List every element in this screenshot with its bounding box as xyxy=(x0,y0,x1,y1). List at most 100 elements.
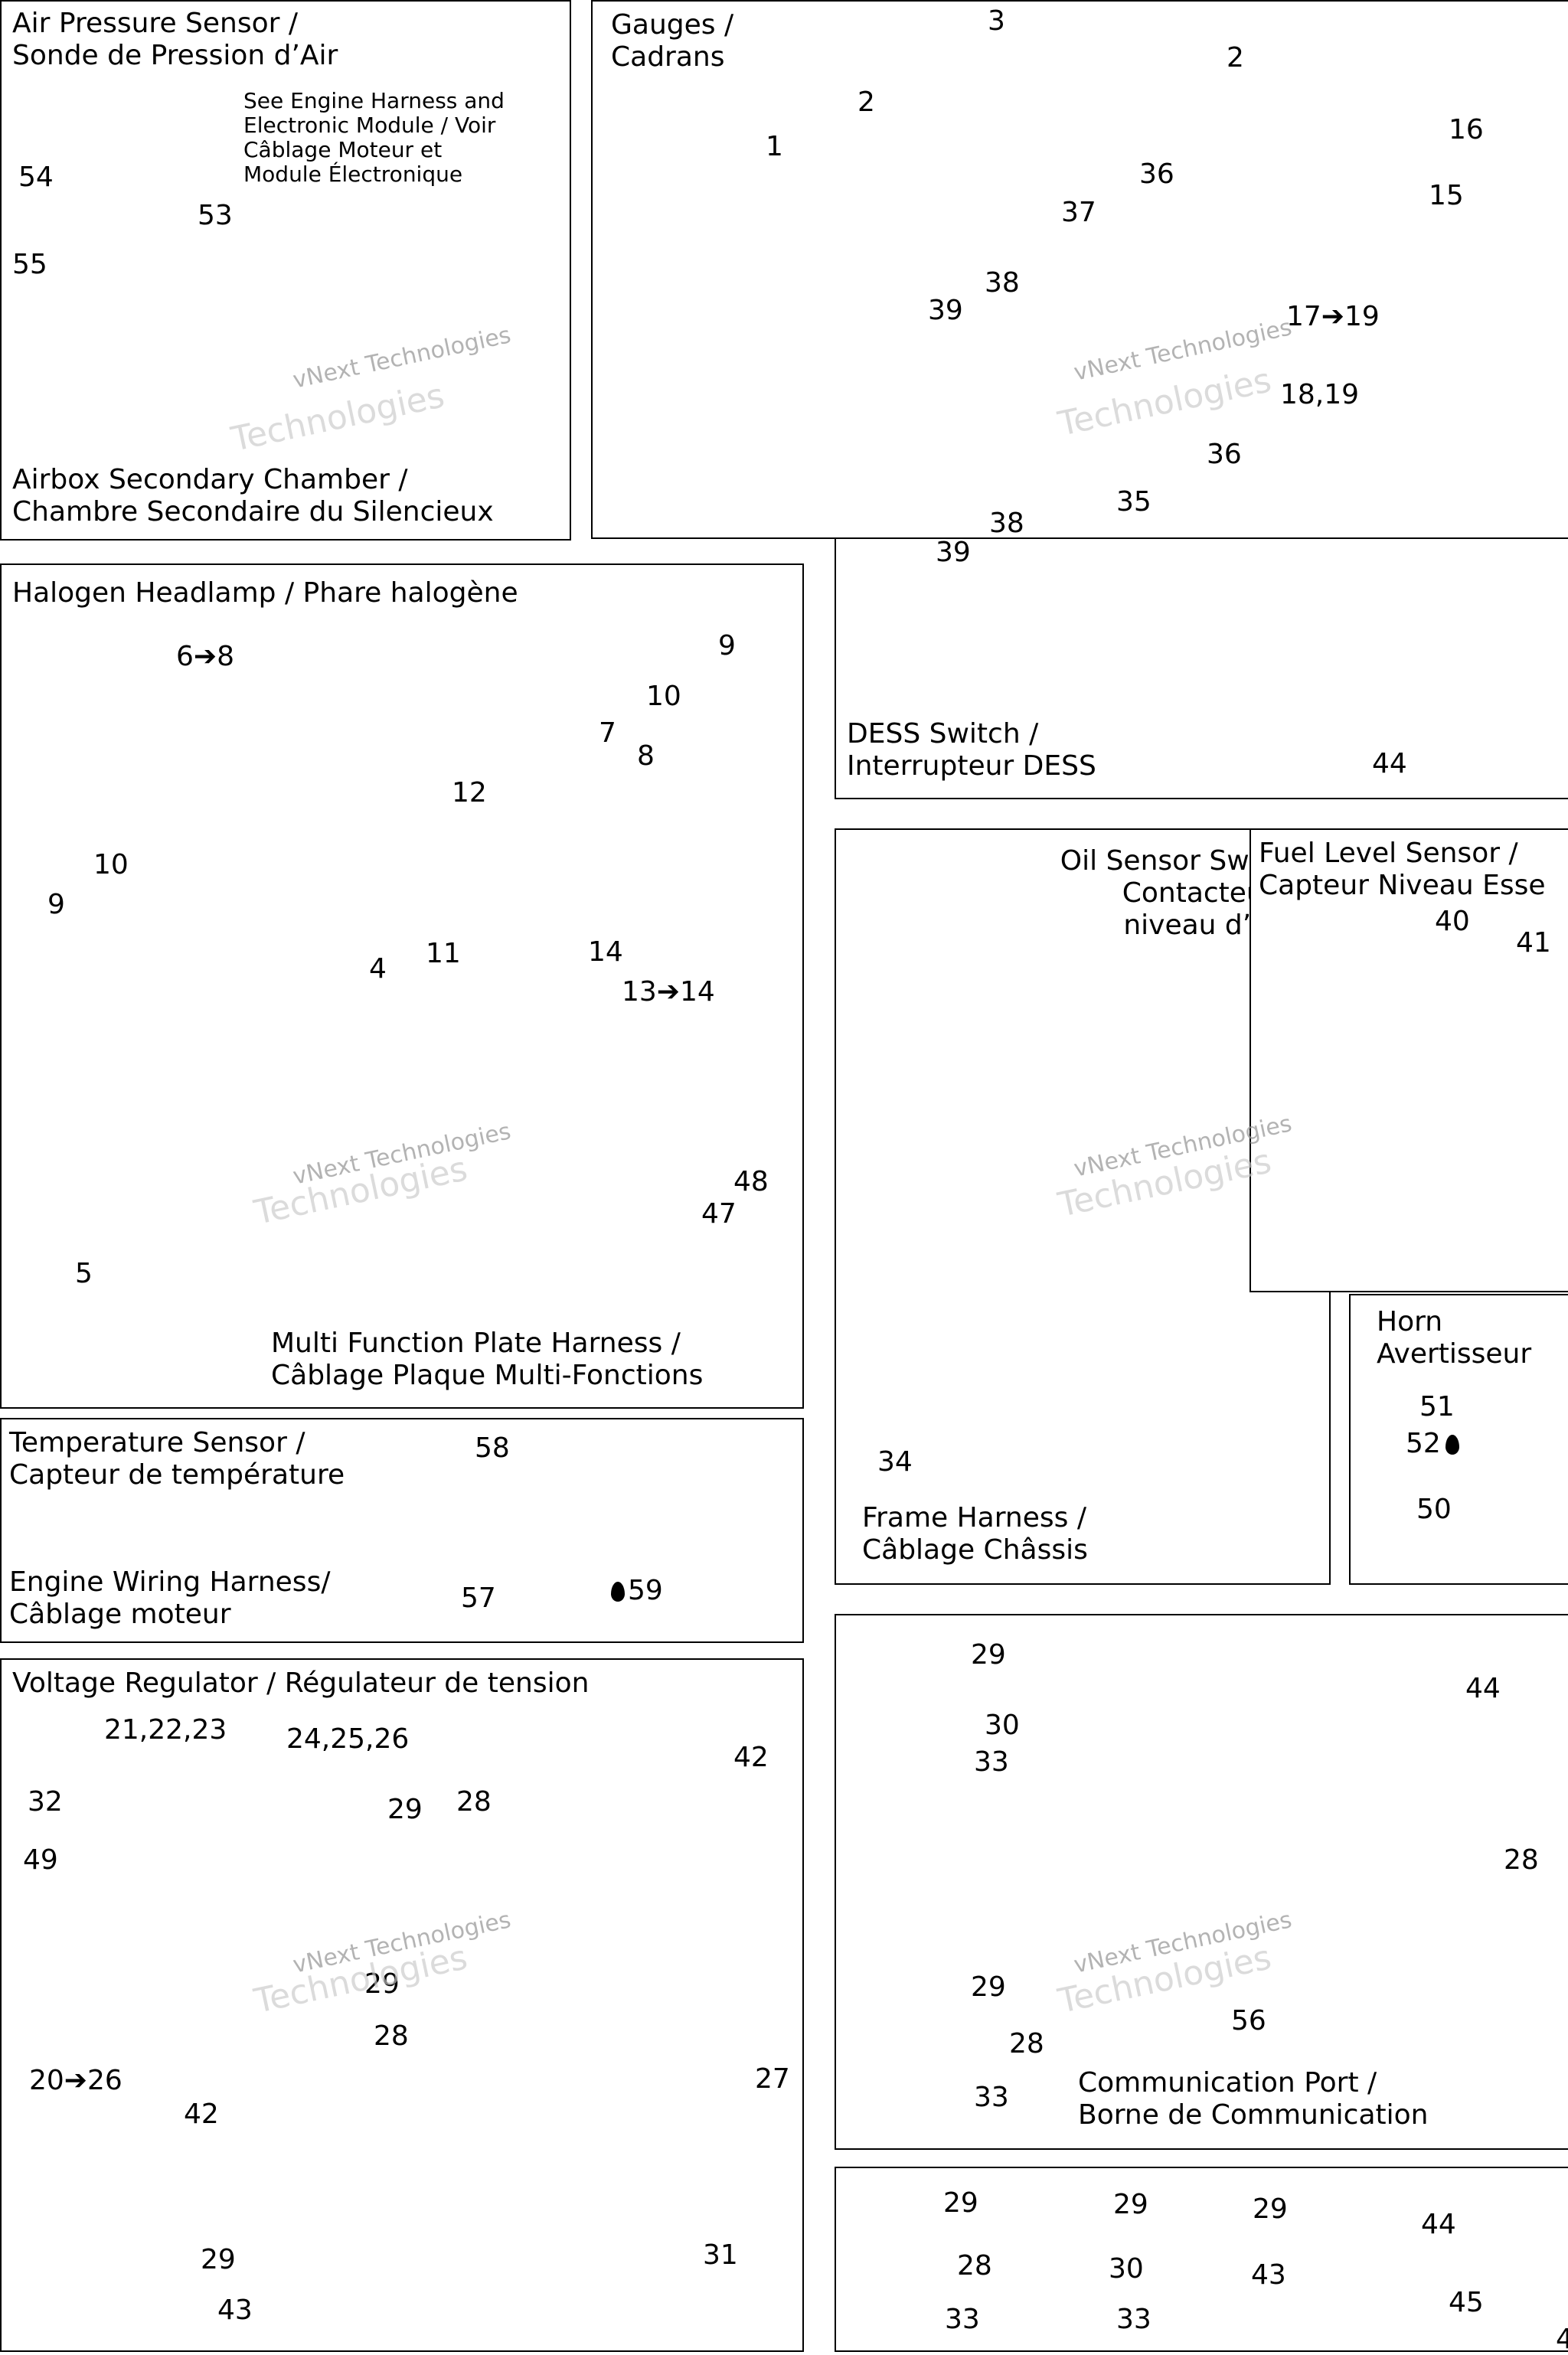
fuel-level-title: Fuel Level Sensor / Capteur Niveau Esse xyxy=(1259,838,1546,901)
callout-36a: 36 xyxy=(1139,158,1174,190)
callout-37: 37 xyxy=(1061,197,1096,228)
callout-29-br-b: 29 xyxy=(1113,2189,1148,2220)
callout-39a: 39 xyxy=(928,295,963,326)
callout-28b: 28 xyxy=(374,2020,409,2052)
callout-28-cp-b: 28 xyxy=(1009,2028,1044,2059)
engine-wiring-caption: Engine Wiring Harness/ Câblage moteur xyxy=(9,1566,331,1630)
callout-2a: 2 xyxy=(858,87,875,118)
callout-57: 57 xyxy=(461,1583,496,1614)
headlamp-title: Halogen Headlamp / Phare halogène xyxy=(12,577,518,609)
callout-20-26: 20➔26 xyxy=(29,2065,122,2096)
callout-21-23: 21,22,23 xyxy=(104,1714,227,1746)
callout-33-cp-a: 33 xyxy=(974,1746,1009,1778)
callout-45: 45 xyxy=(1449,2287,1484,2318)
voltage-regulator-panel: Voltage Regulator / Régulateur de tensio… xyxy=(0,1658,804,2352)
callout-33-cp-b: 33 xyxy=(974,2082,1009,2113)
callout-28a: 28 xyxy=(456,1786,492,1818)
callout-50: 50 xyxy=(1416,1494,1452,1525)
fasteners-panel: 29 28 33 29 30 33 29 43 44 45 4 xyxy=(835,2167,1568,2355)
callout-4: 4 xyxy=(369,953,387,985)
callout-30-br: 30 xyxy=(1109,2253,1144,2285)
callout-55: 55 xyxy=(12,249,47,280)
callout-12: 12 xyxy=(452,777,487,808)
callout-52-number: 52 xyxy=(1406,1428,1441,1459)
callout-31: 31 xyxy=(703,2239,738,2271)
callout-29-cp-b: 29 xyxy=(971,1971,1006,2003)
gauges-dess-panel xyxy=(591,0,1568,539)
callout-15: 15 xyxy=(1429,180,1464,211)
horn-panel: Horn Avertisseur 51 52 50 xyxy=(1349,1294,1568,1585)
callout-14: 14 xyxy=(588,936,623,968)
temperature-sensor-panel: Temperature Sensor / Capteur de températ… xyxy=(0,1418,804,1643)
callout-52: 52 xyxy=(1406,1429,1462,1459)
callout-51: 51 xyxy=(1419,1391,1455,1422)
callout-59: 59 xyxy=(611,1576,663,1606)
callout-44-cp: 44 xyxy=(1465,1673,1501,1704)
dess-caption: DESS Switch / Interrupteur DESS xyxy=(847,718,1096,782)
callout-29b: 29 xyxy=(364,1968,400,2000)
callout-47: 47 xyxy=(701,1198,737,1230)
callout-30-cp: 30 xyxy=(985,1710,1020,1741)
callout-39b: 39 xyxy=(936,537,971,568)
callout-44-br: 44 xyxy=(1421,2209,1456,2240)
callout-36b: 36 xyxy=(1207,439,1242,470)
callout-34: 34 xyxy=(877,1446,913,1478)
callout-48: 48 xyxy=(733,1166,769,1197)
callout-42b: 42 xyxy=(184,2099,219,2130)
air-pressure-title: Air Pressure Sensor / Sonde de Pression … xyxy=(12,8,338,71)
callout-28-br: 28 xyxy=(957,2250,992,2282)
callout-38a: 38 xyxy=(985,267,1020,299)
callout-13-14: 13➔14 xyxy=(622,976,715,1008)
callout-28-cp-a: 28 xyxy=(1504,1844,1539,1876)
fluid-drop-icon xyxy=(611,1582,625,1602)
frame-harness-caption: Frame Harness / Câblage Châssis xyxy=(862,1502,1088,1566)
callout-32: 32 xyxy=(28,1786,63,1818)
multi-function-harness-caption: Multi Function Plate Harness / Câblage P… xyxy=(271,1328,704,1391)
callout-7: 7 xyxy=(599,717,616,749)
callout-29c: 29 xyxy=(201,2244,236,2275)
callout-53: 53 xyxy=(198,200,233,231)
callout-10a: 10 xyxy=(646,681,681,712)
callout-18-19: 18,19 xyxy=(1280,379,1360,410)
callout-42a: 42 xyxy=(733,1742,769,1773)
callout-38b: 38 xyxy=(989,508,1024,539)
callout-41: 41 xyxy=(1516,927,1551,959)
callout-4-br: 4 xyxy=(1556,2324,1568,2355)
callout-29-br-a: 29 xyxy=(943,2187,978,2219)
voltage-title: Voltage Regulator / Régulateur de tensio… xyxy=(12,1667,590,1699)
communication-port-caption: Communication Port / Borne de Communicat… xyxy=(1078,2067,1429,2131)
callout-3: 3 xyxy=(988,5,1005,37)
callout-10b: 10 xyxy=(93,849,129,880)
callout-54: 54 xyxy=(18,162,54,193)
callout-43a: 43 xyxy=(217,2295,253,2326)
callout-35: 35 xyxy=(1116,486,1152,518)
airbox-caption: Airbox Secondary Chamber / Chambre Secon… xyxy=(12,464,494,528)
callout-11: 11 xyxy=(426,938,461,969)
callout-8: 8 xyxy=(637,740,655,772)
callout-9b: 9 xyxy=(47,889,65,920)
temperature-title: Temperature Sensor / Capteur de températ… xyxy=(9,1427,345,1491)
callout-29a: 29 xyxy=(387,1794,423,1825)
callout-49: 49 xyxy=(23,1844,58,1876)
callout-33-br-b: 33 xyxy=(1116,2304,1152,2335)
callout-24-26: 24,25,26 xyxy=(286,1723,410,1755)
callout-58: 58 xyxy=(475,1432,510,1464)
callout-56: 56 xyxy=(1231,2005,1266,2037)
fluid-drop-icon xyxy=(1445,1435,1459,1455)
callout-59-number: 59 xyxy=(628,1575,663,1606)
callout-29-cp-a: 29 xyxy=(971,1639,1006,1671)
callout-27: 27 xyxy=(755,2063,790,2095)
communication-port-panel: 29 30 33 44 28 29 28 33 56 Communication… xyxy=(835,1614,1568,2150)
callout-44-dess: 44 xyxy=(1372,748,1407,779)
headlamp-panel: Halogen Headlamp / Phare halogène 6➔8 9 … xyxy=(0,563,804,1409)
gauges-title: Gauges / Cadrans xyxy=(611,9,734,73)
callout-6-8: 6➔8 xyxy=(176,641,234,672)
callout-9a: 9 xyxy=(718,630,736,661)
callout-16: 16 xyxy=(1449,114,1484,145)
callout-1: 1 xyxy=(766,131,783,162)
callout-40: 40 xyxy=(1435,906,1470,937)
callout-43-br: 43 xyxy=(1251,2259,1286,2291)
callout-33-br-a: 33 xyxy=(945,2304,980,2335)
dess-switch-panel xyxy=(835,539,1568,799)
